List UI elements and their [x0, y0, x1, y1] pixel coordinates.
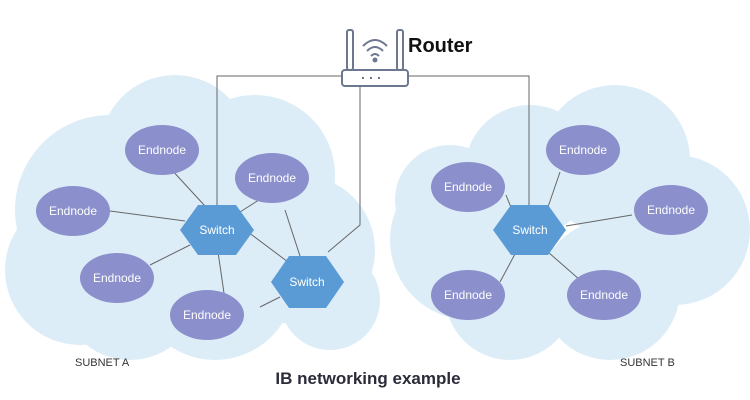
endnode[interactable]: Endnode — [235, 153, 309, 203]
switch-a2[interactable]: Switch — [271, 256, 344, 308]
svg-text:Switch: Switch — [289, 275, 324, 289]
diagram-caption: IB networking example — [275, 369, 460, 388]
link-router-switch-a1 — [216, 75, 342, 205]
link-a1-en5 — [217, 251, 226, 301]
subnet-b-endnodes: Endnode Endnode Endnode Endnode Endnode — [431, 125, 708, 320]
link-b-en4 — [499, 253, 516, 283]
svg-text:Endnode: Endnode — [248, 171, 296, 185]
link-a1-en1 — [169, 167, 206, 207]
router-label: Router — [408, 35, 473, 57]
endnode[interactable]: Endnode — [36, 186, 110, 236]
switch-b[interactable]: Switch — [493, 205, 566, 255]
link-b-en2 — [547, 171, 561, 208]
subnet-a-label: SUBNET A — [75, 357, 130, 369]
svg-text:Endnode: Endnode — [183, 308, 231, 322]
link-a1-en3 — [149, 244, 191, 266]
svg-text:Endnode: Endnode — [647, 203, 695, 217]
svg-text:Endnode: Endnode — [444, 180, 492, 194]
svg-text:Switch: Switch — [199, 223, 234, 237]
svg-text:Endnode: Endnode — [49, 204, 97, 218]
link-router-switch-a2 — [327, 86, 361, 253]
svg-text:Endnode: Endnode — [444, 288, 492, 302]
switch-a1[interactable]: Switch — [180, 205, 254, 255]
endnode[interactable]: Endnode — [170, 290, 244, 340]
svg-text:Endnode: Endnode — [93, 271, 141, 285]
links — [109, 75, 633, 308]
link-router-switch-b — [408, 75, 530, 205]
endnode[interactable]: Endnode — [567, 270, 641, 320]
link-b-en3 — [565, 214, 633, 227]
subnet-b-label: SUBNET B — [620, 357, 675, 369]
svg-text:Endnode: Endnode — [138, 143, 186, 157]
subnet-a-endnodes: Endnode Endnode Endnode Endnode Endnode — [36, 125, 309, 340]
endnode[interactable]: Endnode — [431, 270, 505, 320]
endnode[interactable]: Endnode — [431, 162, 505, 212]
endnode[interactable]: Endnode — [125, 125, 199, 175]
endnode[interactable]: Endnode — [634, 185, 708, 235]
link-a2-en4 — [284, 209, 301, 257]
link-b-en5 — [547, 251, 581, 281]
link-a1-en2 — [109, 210, 186, 222]
endnode[interactable]: Endnode — [546, 125, 620, 175]
link-a1-a2 — [247, 231, 289, 263]
svg-text:Endnode: Endnode — [580, 288, 628, 302]
svg-text:Switch: Switch — [512, 223, 547, 237]
endnode[interactable]: Endnode — [80, 253, 154, 303]
svg-text:Endnode: Endnode — [559, 143, 607, 157]
link-a2-en5 — [259, 296, 281, 308]
router-icon — [341, 29, 409, 87]
